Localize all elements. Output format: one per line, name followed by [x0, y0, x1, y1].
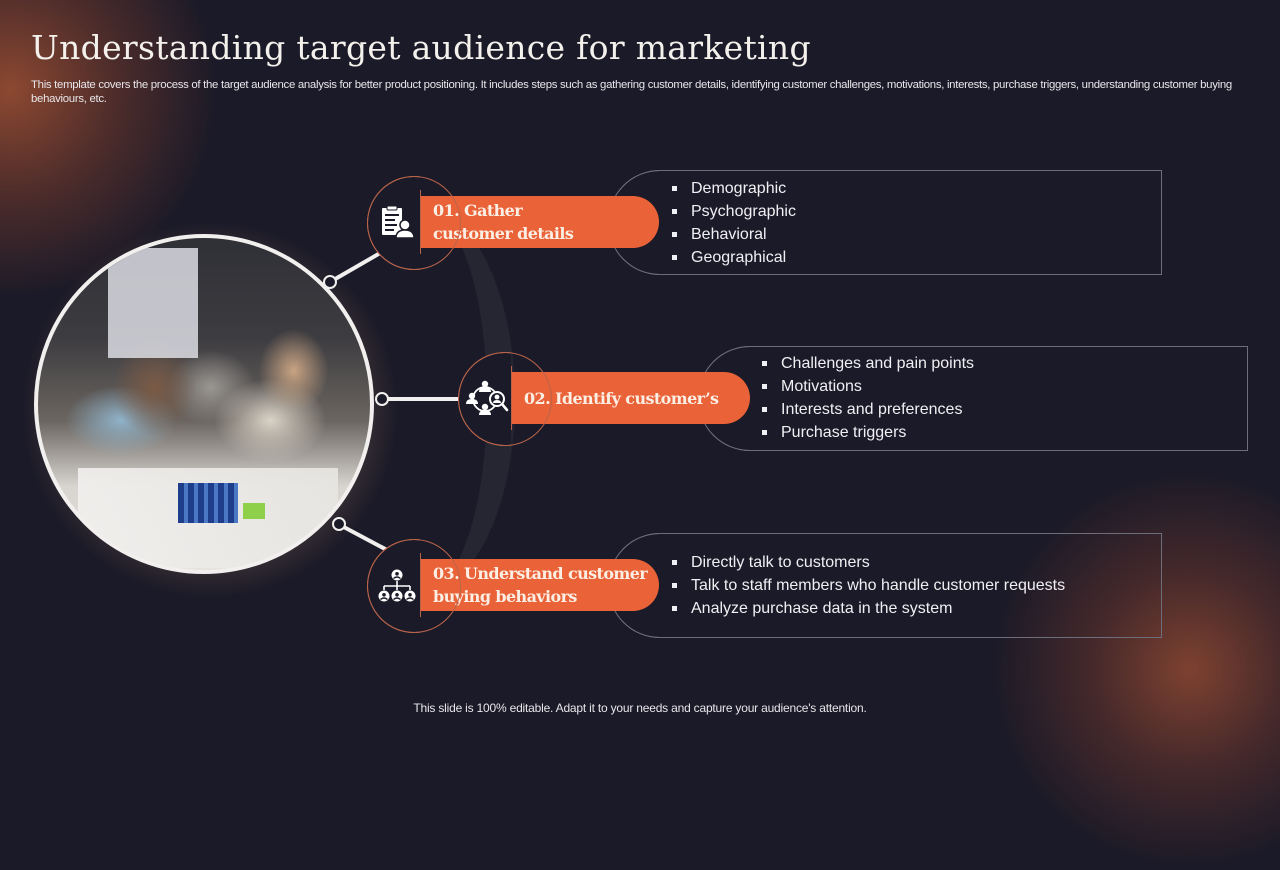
list-item: Purchase triggers — [760, 421, 974, 444]
slide-subtitle: This template covers the process of the … — [31, 79, 1232, 105]
list-item: Psychographic — [670, 200, 796, 223]
step-1-title-line-2: customer details — [433, 224, 574, 243]
connector-dot-2 — [375, 392, 389, 406]
step-2-title: 02. Identify customer’s — [524, 388, 719, 408]
step-2-pill-divider — [511, 366, 512, 430]
sticky-note-shape — [243, 503, 265, 519]
background-glow-bottom-right — [990, 470, 1280, 870]
step-1-details-list: Demographic Psychographic Behavioral Geo… — [670, 177, 796, 269]
list-item: Behavioral — [670, 223, 796, 246]
step-1-pill-divider — [420, 190, 421, 254]
chart-papers-shape — [178, 483, 238, 523]
team-meeting-photo — [34, 234, 374, 574]
list-item: Challenges and pain points — [760, 352, 974, 375]
whiteboard-shape — [108, 248, 198, 358]
step-3-pill-divider — [420, 553, 421, 617]
organization-hierarchy-icon — [378, 569, 416, 603]
list-item: Demographic — [670, 177, 796, 200]
step-2-details-box: Challenges and pain points Motivations I… — [698, 346, 1248, 451]
list-item: Interests and preferences — [760, 398, 974, 421]
list-item: Geographical — [670, 246, 796, 269]
list-item: Analyze purchase data in the system — [670, 597, 1065, 620]
connector-line-2 — [384, 397, 460, 401]
step-2-ring — [458, 352, 552, 446]
step-3-title-line-2: buying behaviors — [433, 587, 577, 606]
connector-dot-1 — [323, 275, 337, 289]
slide-footer: This slide is 100% editable. Adapt it to… — [413, 701, 867, 715]
connector-dot-3 — [332, 517, 346, 531]
customer-network-search-icon — [465, 380, 509, 418]
list-item: Motivations — [760, 375, 974, 398]
list-item: Talk to staff members who handle custome… — [670, 574, 1065, 597]
step-3-details-list: Directly talk to customers Talk to staff… — [670, 551, 1065, 620]
list-item: Directly talk to customers — [670, 551, 1065, 574]
step-3-title-line-1: 03. Understand customer — [433, 564, 648, 583]
step-3-details-box: Directly talk to customers Talk to staff… — [608, 533, 1162, 638]
customer-profile-document-icon — [380, 205, 414, 239]
step-1-ring — [367, 176, 461, 270]
slide-title: Understanding target audience for market… — [31, 28, 811, 67]
step-2-details-list: Challenges and pain points Motivations I… — [760, 352, 974, 444]
step-1-details-box: Demographic Psychographic Behavioral Geo… — [608, 170, 1162, 275]
step-3-ring — [367, 539, 461, 633]
